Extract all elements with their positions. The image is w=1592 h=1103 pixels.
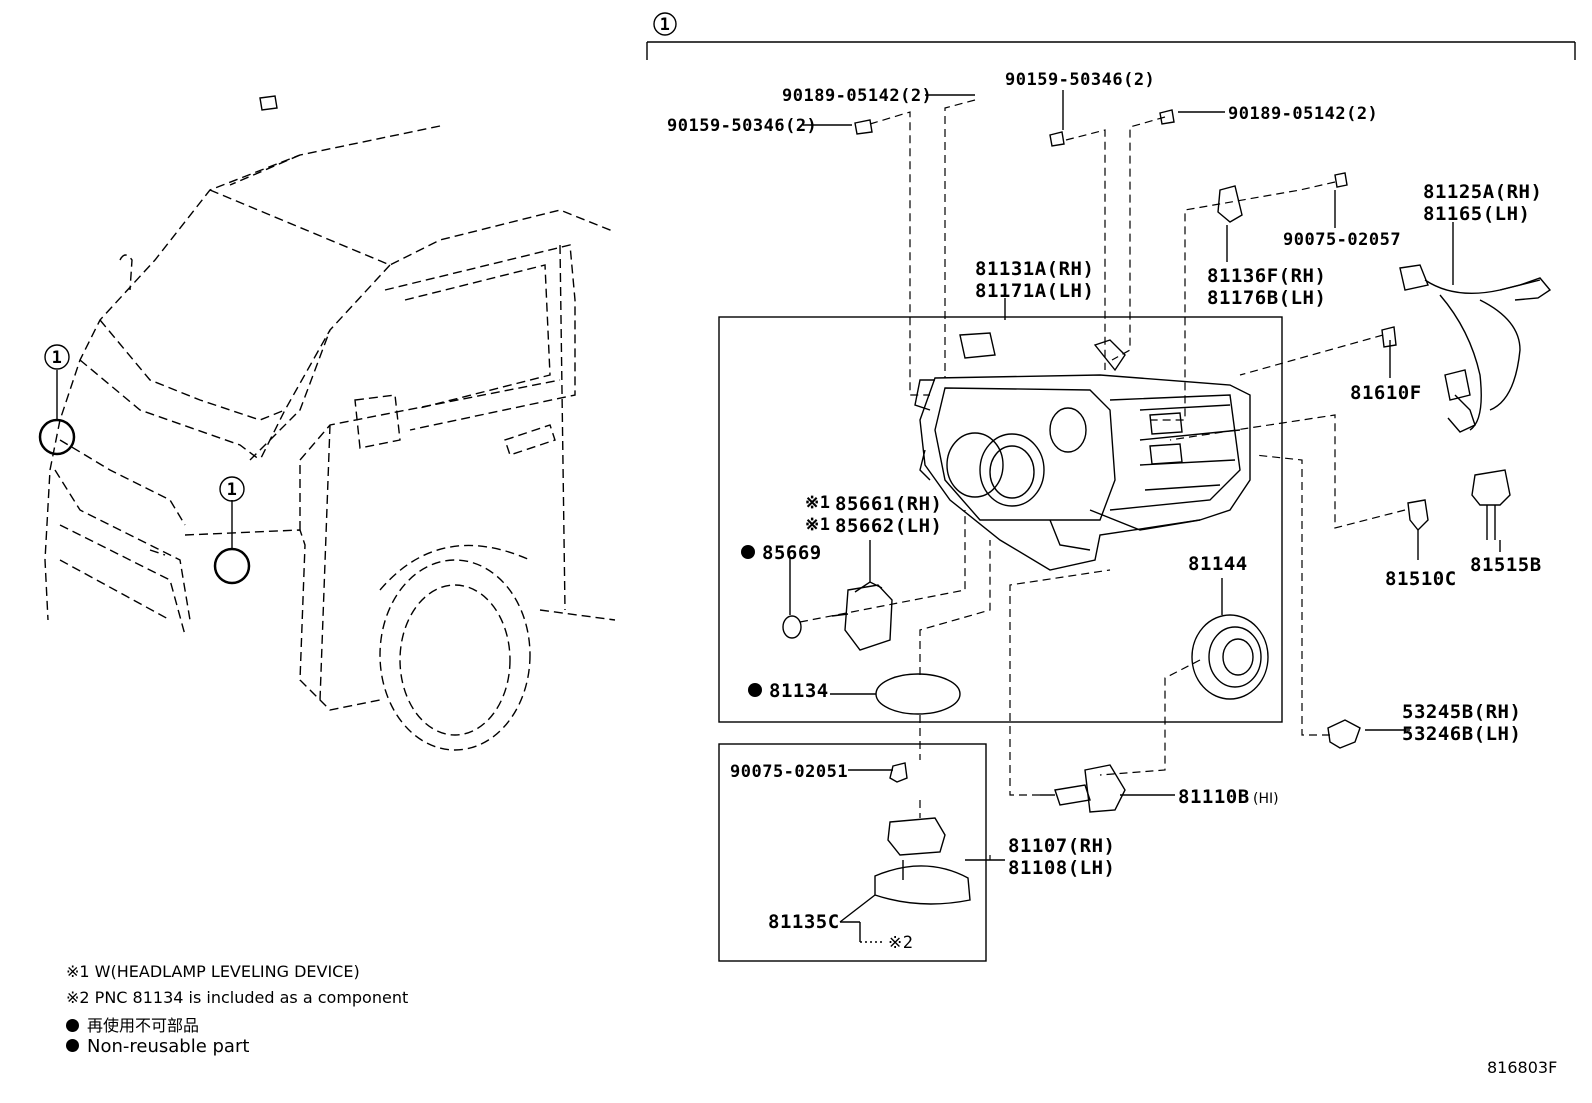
label-cap: 81144 (1188, 553, 1248, 575)
footnote-4: Non-reusable part (66, 1036, 249, 1057)
label-clip-lh: 53246B(LH) (1402, 723, 1521, 745)
label-screw-c: 90075-02057 (1283, 230, 1401, 250)
label-bolt-a-left: 90159-50346(2) (667, 116, 817, 136)
non-reusable-dot-oring (741, 545, 755, 559)
label-cover-lh: 81176B(LH) (1207, 287, 1326, 309)
turn-bulb-drawing (1407, 499, 1429, 532)
label-cover-rh: 81136F(RH) (1207, 265, 1326, 287)
ballast-drawing (874, 817, 971, 905)
footnote-4-text: Non-reusable part (87, 1036, 250, 1057)
headlamp-unit-drawing (914, 332, 1251, 571)
gasket-drawing (875, 673, 961, 715)
footnote-3-text: 再使用不可部品 (87, 1016, 200, 1035)
label-oring: 85669 (762, 542, 822, 564)
label-bulb-turn: 81510C (1385, 568, 1457, 590)
section-bracket (646, 12, 1576, 60)
section-marker: 1 (660, 15, 671, 35)
label-unit-rh: 81131A(RH) (975, 258, 1094, 280)
footnote-1: ※1 W(HEADLAMP LEVELING DEVICE) (66, 962, 360, 981)
label-bolt-b-top: 90159-50346(2) (1005, 70, 1155, 90)
label-ring-note: ※2 (888, 933, 913, 953)
van-wheel (379, 544, 531, 751)
label-ring: 81135C (768, 911, 840, 933)
headlamp-group-box (718, 316, 1283, 723)
label-gasket: 81134 (769, 680, 829, 702)
van-headlamp-markers (38, 344, 251, 585)
label-clip-rh: 53245B(RH) (1402, 701, 1521, 723)
leader-lines (789, 90, 1501, 942)
label-screw-b-right: 90189-05142(2) (1228, 104, 1378, 124)
non-reusable-dot-gasket (748, 683, 762, 697)
wire-harness-drawing (1399, 264, 1552, 433)
label-bulb-hi-note: (HI) (1253, 791, 1279, 807)
hi-bulb-drawing (1040, 764, 1126, 813)
label-actuator-rh: 85661(RH) (835, 493, 942, 515)
assembly-lines (799, 99, 1406, 860)
footnote-3: 再使用不可部品 (66, 1012, 199, 1036)
footnote-2: ※2 PNC 81134 is included as a component (66, 988, 409, 1007)
label-wire-lh: 81165(LH) (1423, 203, 1530, 225)
label-bulb-hi: 81110B (1178, 786, 1250, 808)
leveling-actuator-drawing (782, 581, 893, 651)
actuator-mark-rh: ※1 (805, 493, 830, 513)
actuator-mark-lh: ※1 (805, 515, 830, 535)
label-wire-rh: 81125A(RH) (1423, 181, 1542, 203)
label-bulb-side: 81610F (1350, 382, 1422, 404)
label-actuator-lh: 85662(LH) (835, 515, 942, 537)
callout-right: 1 (227, 480, 238, 500)
cover-drawing (1217, 185, 1243, 223)
label-unit-lh: 81171A(LH) (975, 280, 1094, 302)
non-reusable-dot-icon (66, 1019, 79, 1032)
label-ballast-lh: 81108(LH) (1008, 857, 1115, 879)
label-ballast-rh: 81107(RH) (1008, 835, 1115, 857)
cap-drawing (1191, 614, 1269, 700)
van-illustration (44, 125, 616, 711)
ballast-group-box (718, 743, 987, 962)
non-reusable-dot-icon (66, 1039, 79, 1052)
label-socket-turn: 81515B (1470, 554, 1542, 576)
fastener-drawings (259, 95, 1348, 783)
part-labels: 1 1 1 90189-05142(2) 90159-50346(2) 9015… (52, 15, 1542, 953)
side-bulb-drawing (1381, 326, 1397, 348)
label-screw-a-top: 90189-05142(2) (782, 86, 932, 106)
callout-left: 1 (52, 348, 63, 368)
clip-drawing (1327, 719, 1361, 749)
diagram-id: 816803F (1487, 1058, 1558, 1077)
label-screw-d: 90075-02051 (730, 762, 848, 782)
turn-socket-drawing (1471, 469, 1511, 540)
